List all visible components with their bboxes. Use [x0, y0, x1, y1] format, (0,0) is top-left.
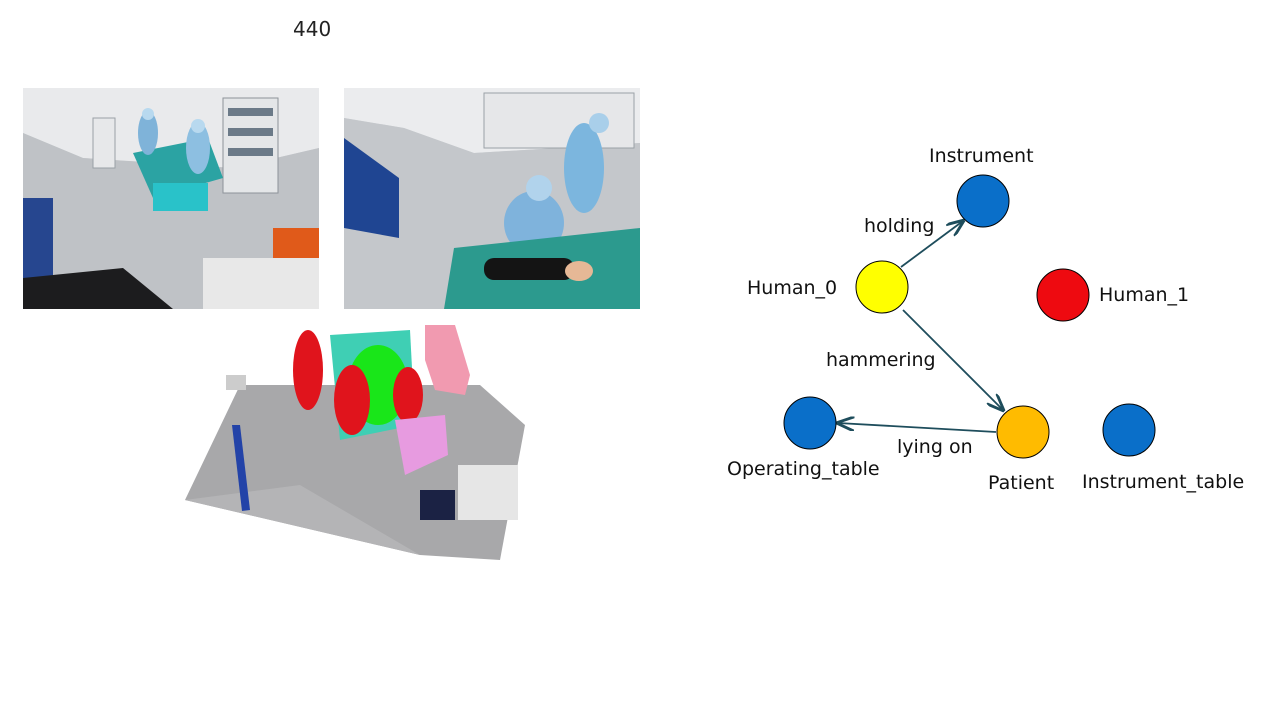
camera-view-right-image: [344, 88, 640, 309]
frame-number: 440: [293, 17, 332, 41]
node-instrument-table: [1102, 403, 1156, 457]
camera-view-left-image: [23, 88, 319, 309]
edge-lying-on: [838, 423, 997, 433]
label-hammering: hammering: [826, 349, 936, 371]
node-patient: [996, 405, 1050, 459]
node-human-1: [1036, 268, 1090, 322]
label-holding: holding: [864, 215, 934, 237]
label-human-1: Human_1: [1099, 284, 1189, 306]
label-operating-table: Operating_table: [727, 458, 880, 480]
segmented-point-cloud: [180, 315, 530, 565]
node-operating-table: [783, 396, 837, 450]
edge-hammering: [902, 309, 1003, 410]
label-instrument: Instrument: [929, 145, 1034, 167]
edge-holding: [900, 221, 963, 268]
node-human-0: [855, 260, 909, 314]
label-instrument-table: Instrument_table: [1082, 471, 1244, 493]
scene-graph-diagram: Instrument Human_0 Human_1 Patient Opera…: [700, 130, 1280, 510]
label-patient: Patient: [988, 472, 1054, 494]
node-instrument: [956, 174, 1010, 228]
label-human-0: Human_0: [747, 277, 837, 299]
label-lying-on: lying on: [897, 436, 973, 458]
